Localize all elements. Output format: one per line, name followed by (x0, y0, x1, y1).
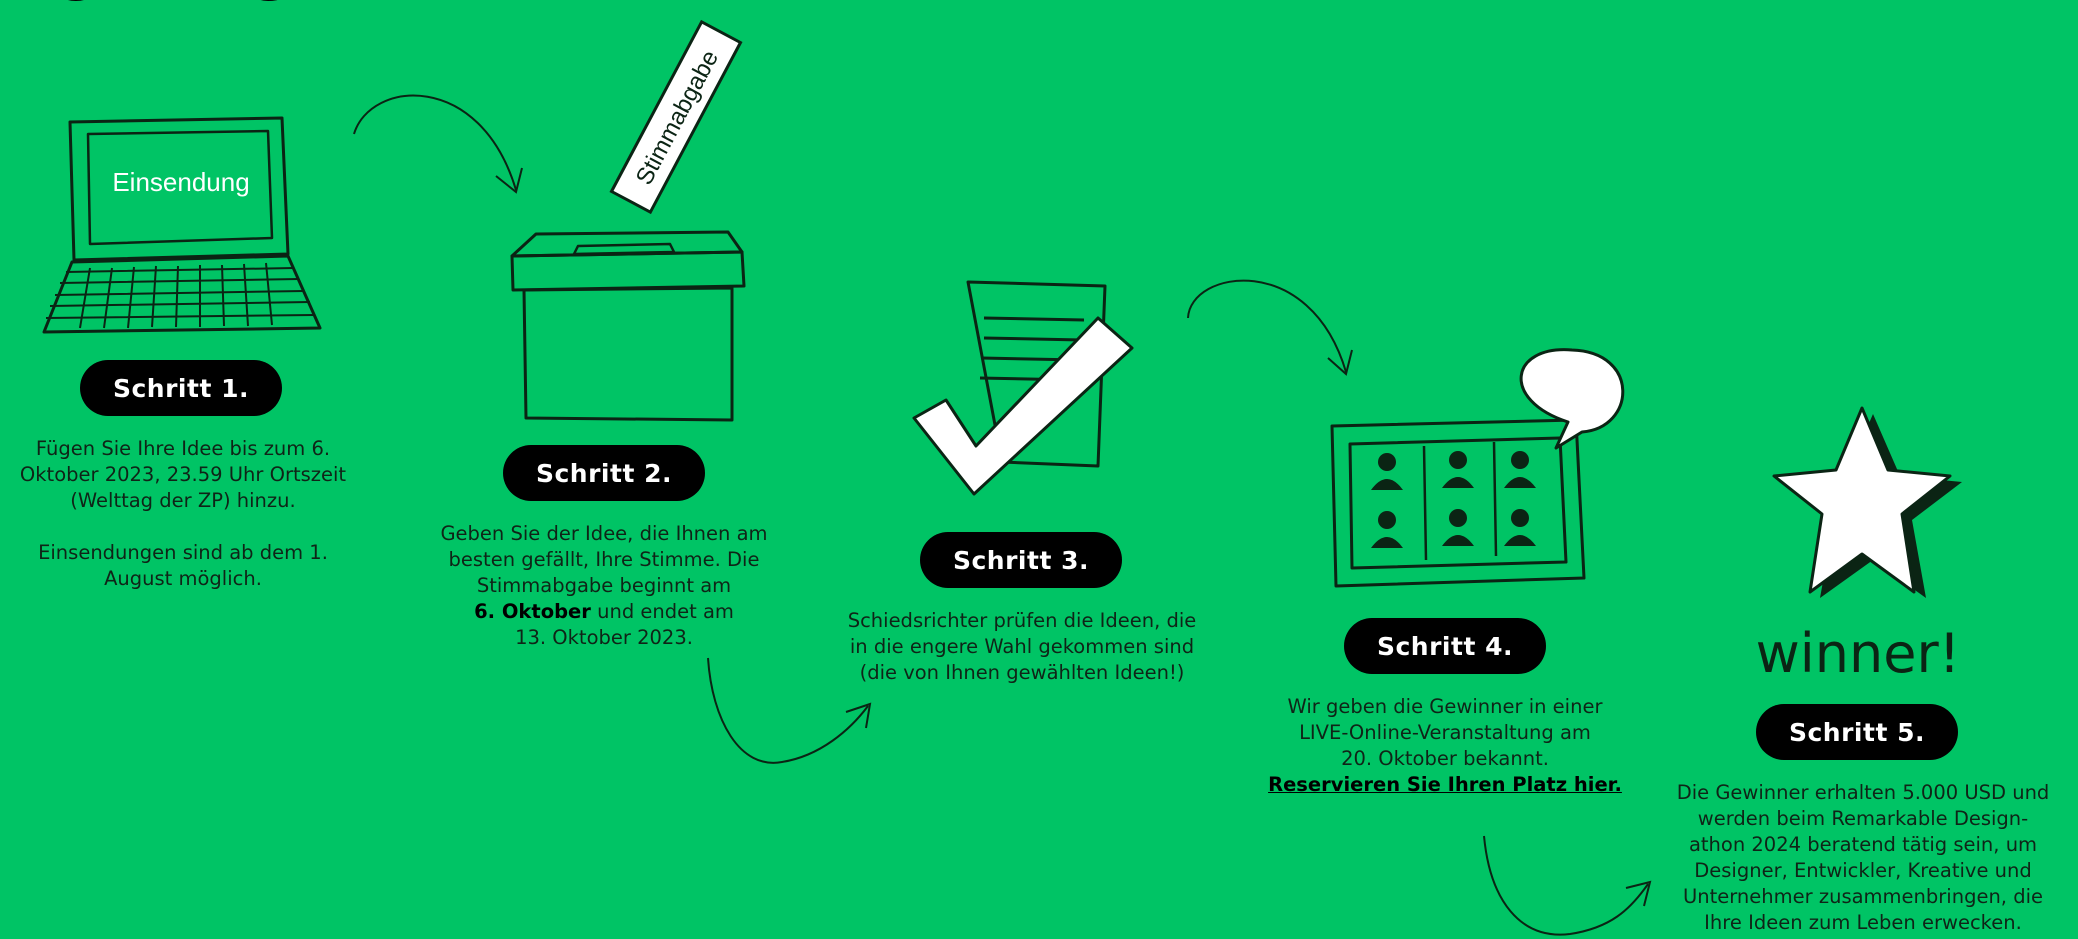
step-4-badge: Schritt 4. (1344, 618, 1546, 674)
text-line: athon 2024 beratend tätig sein, um (1688, 833, 2038, 856)
text-line: Die Gewinner erhalten 5.000 USD und (1676, 781, 2050, 804)
text-line: LIVE-Online-Veranstaltung am (1299, 721, 1591, 744)
arrow-icon (353, 94, 523, 194)
arrow-icon (1187, 279, 1353, 376)
text-line: Stimmabgabe beginnt am (476, 574, 732, 597)
arrow-icon (1483, 835, 1652, 936)
text-line: 20. Oktober bekannt. (1341, 747, 1549, 770)
step-4-description: Wir geben die Gewinner in einer LIVE-Onl… (1262, 694, 1628, 798)
text-line: werden beim Remarkable Design- (1697, 807, 2029, 830)
video-call-icon (1330, 348, 1625, 588)
step-2-description: Geben Sie der Idee, die Ihnen am besten … (419, 521, 789, 651)
text-line: Fügen Sie Ihre Idee bis zum 6. (35, 437, 331, 460)
text-line: Schiedsrichter prüfen die Ideen, die (847, 609, 1197, 632)
star-icon (1772, 406, 1962, 598)
text-line: August möglich. (104, 567, 262, 590)
step-2-badge: Schritt 2. (503, 445, 705, 501)
reserve-seat-link[interactable]: Reservieren Sie Ihren Platz hier. (1268, 773, 1622, 796)
text-line: Oktober 2023, 23.59 Uhr Ortszeit (19, 463, 347, 486)
text-fragment: und endet am (590, 600, 734, 623)
text-line: Designer, Entwickler, Kreative und (1694, 859, 2032, 882)
step-3-badge: Schritt 3. (920, 532, 1122, 588)
text-line: Geben Sie der Idee, die Ihnen am (440, 522, 768, 545)
step-5-description: Die Gewinner erhalten 5.000 USD und werd… (1660, 780, 2066, 936)
text-line: 6. Oktober und endet am (419, 599, 789, 625)
step-3-description: Schiedsrichter prüfen die Ideen, die in … (816, 608, 1228, 686)
winner-label: winner! (1756, 622, 1961, 685)
ballot-box-icon (510, 230, 746, 422)
vote-start-date: 6. Oktober (474, 600, 591, 623)
page-title: Kommen! (0, 0, 372, 17)
step-1-description: Fügen Sie Ihre Idee bis zum 6. Oktober 2… (0, 436, 366, 592)
step-5-badge: Schritt 5. (1756, 704, 1958, 760)
text-line: besten gefällt, Ihre Stimme. Die (448, 548, 760, 571)
arrow-icon (707, 657, 872, 764)
text-line: Wir geben die Gewinner in einer (1287, 695, 1603, 718)
laptop-label: Einsendung (112, 167, 249, 197)
text-line: (Welttag der ZP) hinzu. (70, 489, 296, 512)
laptop-icon (42, 116, 322, 334)
text-line: Einsendungen sind ab dem 1. (38, 541, 328, 564)
text-line: (die von Ihnen gewählten Ideen!) (859, 661, 1185, 684)
text-line: in die engere Wahl gekommen sind (849, 635, 1195, 658)
text-line: Ihre Ideen zum Leben erwecken. (1704, 911, 2022, 934)
text-line: 13. Oktober 2023. (515, 626, 693, 649)
document-check-icon (912, 280, 1134, 496)
step-1-badge: Schritt 1. (80, 360, 282, 416)
text-line: Unternehmer zusammenbringen, die (1682, 885, 2044, 908)
ballot-paper: Stimmabgabe (609, 19, 743, 215)
